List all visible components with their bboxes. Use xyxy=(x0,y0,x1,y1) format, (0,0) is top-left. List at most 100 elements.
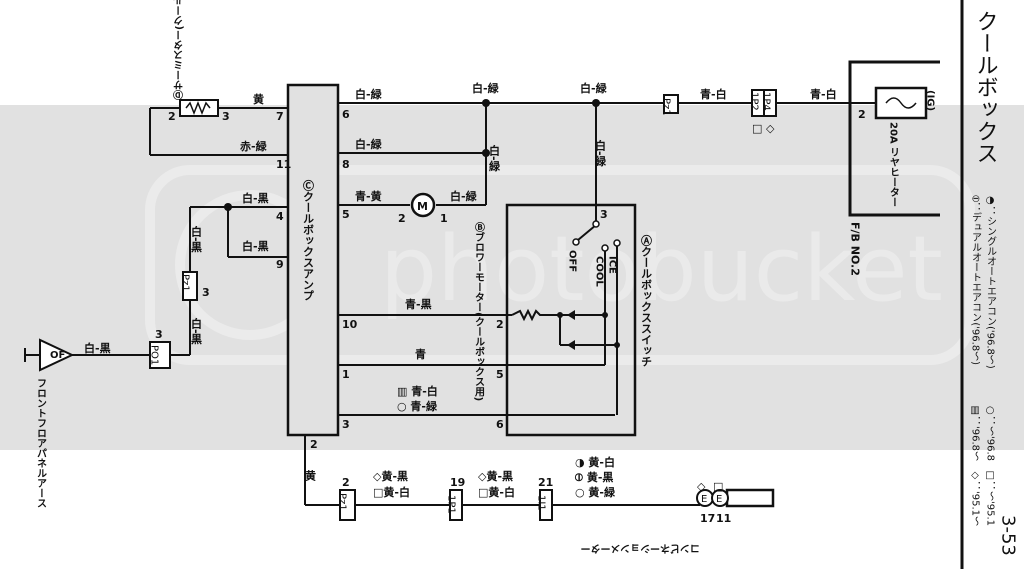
svg-text:青-黒: 青-黒 xyxy=(405,297,432,311)
svg-text:○：～'96.8: ○：～'96.8 xyxy=(985,405,996,461)
svg-text:photobucket: photobucket xyxy=(380,217,943,322)
connector-e11[interactable]: E xyxy=(716,494,722,505)
svg-text:白-緑: 白-緑 xyxy=(355,87,383,101)
legend: ◑：シングルオートエアコン('96.8～) ○：～'96.8 □：～'95.1 … xyxy=(970,194,997,526)
switch-pos-off: OFF xyxy=(567,250,578,272)
svg-text:□黄-白: □黄-白 xyxy=(478,485,515,499)
svg-text:白-黒: 白-黒 xyxy=(84,341,111,355)
svg-text:◑：シングルオートエアコン('96.8～): ◑：シングルオートエアコン('96.8～) xyxy=(985,195,997,369)
wire-labels: 白-緑 白-緑 白-緑 白-緑 白-緑 白-緑 白-緑 青-黄 青-黒 青 ▥ … xyxy=(84,81,837,499)
switch-label: Ⓐクールボックススイッチ xyxy=(640,234,653,367)
svg-text:6: 6 xyxy=(496,418,504,431)
connector-e17[interactable]: E xyxy=(701,494,707,505)
svg-text:3: 3 xyxy=(155,328,163,341)
svg-text:□: □ xyxy=(713,480,723,493)
svg-text:青-黄: 青-黄 xyxy=(355,189,382,203)
variant-symbols: □ ◇ ◇ □ xyxy=(697,122,775,493)
svg-text:黄: 黄 xyxy=(304,469,317,482)
svg-text:青: 青 xyxy=(415,347,426,361)
svg-text:◇: ◇ xyxy=(697,480,706,493)
svg-text:○ 青-緑: ○ 青-緑 xyxy=(397,399,438,413)
svg-text:白-緑: 白-緑 xyxy=(355,137,383,151)
svg-text:11: 11 xyxy=(276,158,291,171)
svg-text:5: 5 xyxy=(342,208,350,221)
ig-label: (IG) xyxy=(925,90,936,111)
meter-box[interactable] xyxy=(725,488,775,508)
svg-text:白-緑: 白-緑 xyxy=(472,81,500,95)
svg-text:□黄-白: □黄-白 xyxy=(373,485,410,499)
svg-text:白-黒: 白-黒 xyxy=(190,225,203,254)
amp-label: Ⓒクールボックスアンプ xyxy=(302,179,315,301)
pin-numbers: 7 11 4 9 6 8 5 10 1 3 2 2 3 3 2 5 6 1 2 … xyxy=(155,108,866,525)
svg-text:2: 2 xyxy=(310,438,318,451)
thermistor-icon xyxy=(179,99,219,117)
svg-text:青-白: 青-白 xyxy=(700,87,727,101)
svg-text:3: 3 xyxy=(600,208,608,221)
svg-text:⦶：デュアルオートエアコン('96.8～): ⦶：デュアルオートエアコン('96.8～) xyxy=(970,194,982,365)
svg-text:2: 2 xyxy=(168,110,176,123)
svg-text:□：～'95.1: □：～'95.1 xyxy=(985,470,996,526)
svg-text:3: 3 xyxy=(202,286,210,299)
connector-1i1[interactable]: 1I1 xyxy=(536,495,547,511)
svg-text:1: 1 xyxy=(342,368,350,381)
svg-text:17: 17 xyxy=(700,512,715,525)
svg-text:8: 8 xyxy=(342,158,350,171)
svg-text:3: 3 xyxy=(342,418,350,431)
svg-text:黄: 黄 xyxy=(253,92,264,106)
blower-label: Ⓑブロワーモーター(クールボックス用) xyxy=(473,221,486,401)
connector-pz1-top[interactable]: Pz1 xyxy=(661,98,672,116)
meter-label: コンビネーションメーター xyxy=(581,542,701,555)
switch-box[interactable] xyxy=(505,203,637,437)
svg-text:9: 9 xyxy=(276,258,284,271)
ground-label: フロントフロアパネルアース xyxy=(35,378,47,508)
switch-contacts[interactable] xyxy=(572,220,621,252)
svg-text:4: 4 xyxy=(276,210,284,223)
switch-pos-cool: COOL xyxy=(594,256,605,287)
ground-code: OF xyxy=(50,350,65,361)
thermistor-label: Ⓓサーミスター(クールボックス用) xyxy=(173,0,186,101)
connector-1p2[interactable]: 1P2 xyxy=(749,92,760,111)
svg-text:▥ 青-白: ▥ 青-白 xyxy=(397,384,438,398)
svg-text:白-緑: 白-緑 xyxy=(488,144,501,173)
connector-pz1-left[interactable]: Pz1 xyxy=(180,274,191,292)
svg-text:◇：'95.1～: ◇：'95.1～ xyxy=(970,470,981,526)
svg-text:1: 1 xyxy=(440,212,448,225)
watermark: photobucket xyxy=(145,165,975,365)
svg-text:3: 3 xyxy=(222,110,230,123)
svg-text:⦶ 黄-黒: ⦶ 黄-黒 xyxy=(574,470,613,484)
svg-text:白-黒: 白-黒 xyxy=(242,191,269,205)
svg-text:10: 10 xyxy=(342,318,358,331)
svg-text:2: 2 xyxy=(496,318,504,331)
switch-pos-ice: ICE xyxy=(607,256,618,274)
svg-text:◇黄-黒: ◇黄-黒 xyxy=(373,469,408,483)
connector-pz1-bottom[interactable]: Pz1 xyxy=(337,493,348,511)
svg-text:◇黄-黒: ◇黄-黒 xyxy=(478,469,513,483)
svg-text:青-白: 青-白 xyxy=(810,87,837,101)
svg-text:◑ 黄-白: ◑ 黄-白 xyxy=(575,455,615,469)
component-labels: Ⓒクールボックスアンプ Ⓐクールボックススイッチ Ⓑブロワーモーター(クールボッ… xyxy=(35,0,936,555)
connector-1p4[interactable]: 1P4 xyxy=(761,92,772,111)
svg-text:▥：'96.8～: ▥：'96.8～ xyxy=(970,405,981,461)
svg-text:6: 6 xyxy=(342,108,350,121)
svg-text:□: □ xyxy=(752,122,762,135)
junctions xyxy=(224,99,620,348)
svg-text:赤-緑: 赤-緑 xyxy=(240,139,268,153)
page-title: クールボックス xyxy=(973,10,998,164)
connector-po1[interactable]: PO1 xyxy=(149,345,160,365)
svg-text:21: 21 xyxy=(538,476,553,489)
svg-text:白-緑: 白-緑 xyxy=(450,189,478,203)
svg-text:2: 2 xyxy=(342,476,350,489)
fuse-icon xyxy=(874,86,928,120)
connector-labels: Pz1 1P2 1P4 Pz1 PO1 Pz1 1P1 1I1 E E xyxy=(149,92,772,514)
motor-icon xyxy=(410,192,436,218)
svg-text:白-緑: 白-緑 xyxy=(580,81,608,95)
watermark-band xyxy=(0,105,1024,450)
svg-text:5: 5 xyxy=(496,368,504,381)
svg-text:◇: ◇ xyxy=(766,122,775,135)
svg-text:白-黒: 白-黒 xyxy=(190,317,203,346)
connector-shapes xyxy=(149,89,777,521)
amp-box[interactable] xyxy=(286,83,340,437)
connector-1p1[interactable]: 1P1 xyxy=(446,495,457,514)
page-number: 3-53 xyxy=(998,515,1019,556)
